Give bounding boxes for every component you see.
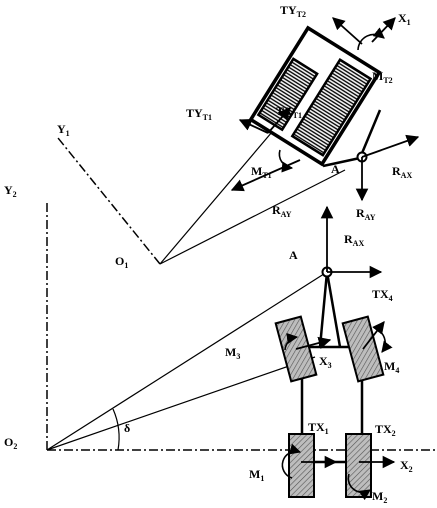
label-a-lower: A — [289, 248, 298, 262]
label-tx4: TX4 — [372, 287, 393, 303]
label-m-t1: MT1 — [251, 164, 272, 180]
label-x2: X2 — [400, 458, 413, 474]
trailer-body — [248, 25, 382, 167]
ty-t1-arrow — [238, 119, 269, 134]
right-track — [290, 58, 373, 157]
label-r-ay-left: RAY — [272, 203, 292, 219]
label-r-ax-lower: RAX — [344, 232, 364, 248]
label-a-upper: A — [331, 162, 340, 176]
tx3-arrow — [295, 336, 332, 350]
label-r-ay-upper: RAY — [356, 206, 376, 222]
label-ty-t2: TYT2 — [280, 3, 306, 19]
tractor-forces — [281, 321, 396, 501]
o1-to-trailer-line — [159, 169, 346, 265]
label-o2: O2 — [4, 435, 17, 451]
label-y1: Y1 — [57, 122, 70, 138]
trailer-forces — [230, 17, 420, 202]
r-ax-upper-arrow — [361, 134, 420, 158]
label-x1: X1 — [398, 11, 411, 27]
label-m2: M2 — [372, 489, 387, 505]
label-m1: M1 — [249, 467, 264, 483]
label-m-t2: MT2 — [372, 69, 393, 85]
labels: TYT2 X1 MT2 TYT1 TXT1 MT1 Y1 Y2 A RAX RA… — [4, 3, 413, 505]
label-delta: δ — [124, 421, 130, 435]
label-m3: M3 — [225, 345, 240, 361]
delta-angle-arc — [112, 408, 120, 451]
m-t2-arrow — [357, 27, 385, 51]
m4-arrow — [377, 329, 393, 353]
rear-left-wheel — [288, 433, 315, 498]
m2-arrow — [347, 473, 371, 501]
m1-arrow — [281, 443, 302, 479]
y1-axis — [57, 137, 161, 265]
m3-arrow — [284, 332, 299, 351]
label-tx2: TX2 — [375, 422, 396, 438]
radius-lines — [46, 131, 346, 451]
label-tx-t1: TXT1 — [276, 104, 302, 120]
label-o1: O1 — [115, 254, 128, 270]
tx-t1-arrow — [267, 107, 291, 134]
m-t1-arrow — [278, 149, 294, 173]
label-ty-t1: TYT1 — [186, 106, 212, 122]
tractor-hitch — [320, 205, 383, 279]
label-x3: X3 — [319, 354, 332, 370]
label-r-ax-upper: RAX — [392, 164, 412, 180]
o2-to-front-axle-line — [46, 356, 316, 451]
label-m4: M4 — [384, 359, 399, 375]
ty-t2-arrow — [332, 17, 363, 45]
o2-to-hitch-line — [46, 271, 328, 451]
label-y2: Y2 — [4, 183, 17, 199]
left-track — [256, 57, 319, 132]
o1-to-tracks-line — [159, 131, 273, 265]
label-tx1: TX1 — [308, 420, 329, 436]
rear-right-wheel — [345, 433, 372, 498]
tx4-arrow — [362, 321, 385, 350]
